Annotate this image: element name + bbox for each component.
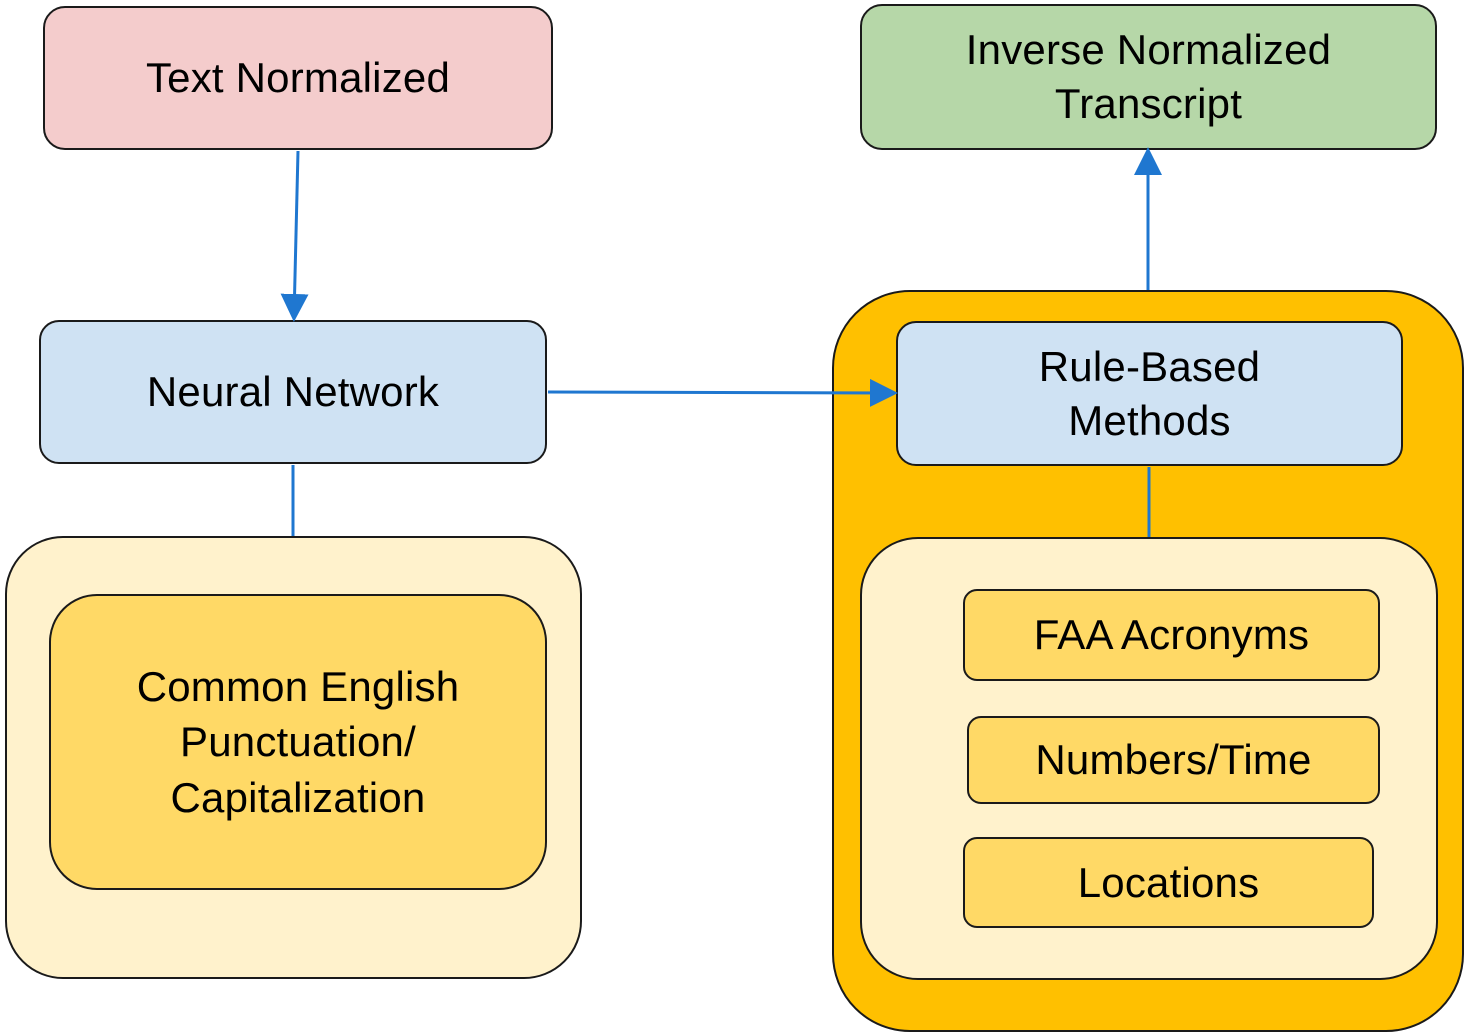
numbers-time-label: Numbers/Time [1035,736,1312,784]
common-english-label: Common English Punctuation/ Capitalizati… [136,662,460,821]
inverse-normalized-transcript-node: Inverse Normalized Transcript [860,4,1437,150]
inverse-normalized-transcript-label: Inverse Normalized Transcript [965,26,1332,127]
locations-node: Locations [963,837,1374,928]
numbers-time-node: Numbers/Time [967,716,1380,804]
faa-acronyms-label: FAA Acronyms [1033,611,1310,659]
text-normalized-label: Text Normalized [145,54,451,102]
rule-based-methods-node: Rule-Based Methods [896,321,1403,466]
neural-network-label: Neural Network [146,368,440,416]
rule-based-methods-label: Rule-Based Methods [1038,342,1261,444]
locations-label: Locations [1077,858,1260,906]
text-normalized-node: Text Normalized [43,6,553,150]
edge-text-normalized-to-neural-network [280,150,309,322]
common-english-node: Common English Punctuation/ Capitalizati… [49,594,547,890]
neural-network-node: Neural Network [39,320,547,464]
faa-acronyms-node: FAA Acronyms [963,589,1380,681]
